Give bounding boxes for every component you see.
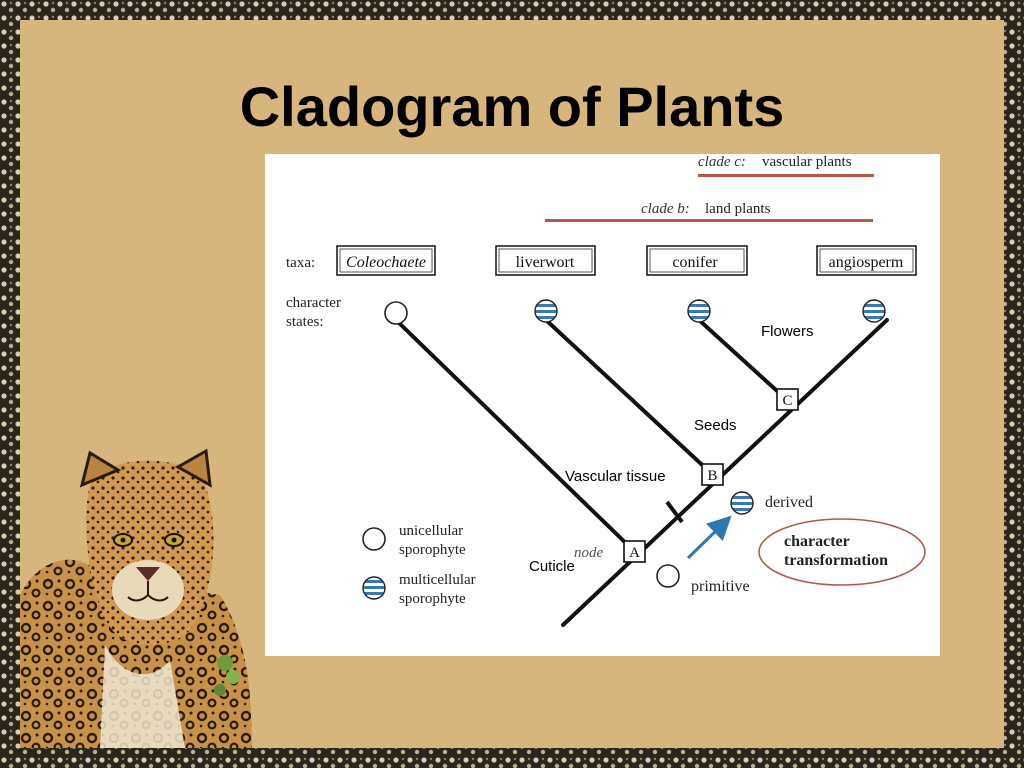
svg-text:primitive: primitive — [691, 578, 750, 595]
svg-text:B: B — [707, 468, 717, 484]
character-tick — [665, 500, 684, 524]
svg-text:liverwort: liverwort — [516, 254, 575, 271]
annotation-vascular-tissue: Vascular tissue — [565, 468, 666, 485]
jaguar-image — [20, 448, 252, 748]
branch-coleochaete — [394, 318, 636, 553]
clade-b-desc: land plants — [705, 201, 771, 217]
node-b: B — [701, 463, 724, 486]
branch-liverwort — [544, 318, 715, 477]
clade-c-name: clade c: — [698, 154, 746, 170]
annotation-flowers: Flowers — [761, 323, 814, 340]
character-transformation-box: character transformation — [758, 518, 926, 586]
svg-text:sporophyte: sporophyte — [399, 542, 466, 558]
transformation-derived: derived — [730, 491, 813, 515]
state-circle-angiosperm — [862, 299, 886, 323]
clade-b-name: clade b: — [641, 201, 690, 217]
character-states-label-line1: character — [286, 295, 341, 311]
character-states-label-line2: states: — [286, 314, 324, 330]
page-title: Cladogram of Plants — [239, 75, 785, 138]
main-trunk — [561, 318, 889, 627]
taxon-angiosperm: angiosperm — [816, 245, 917, 276]
taxon-coleochaete: Coleochaete — [336, 245, 436, 276]
svg-text:Coleochaete: Coleochaete — [346, 254, 426, 271]
branch-conifer — [697, 318, 789, 402]
svg-text:angiosperm: angiosperm — [829, 254, 904, 271]
clade-c-desc: vascular plants — [762, 154, 852, 170]
clade-c-bar — [698, 174, 874, 177]
svg-text:character: character — [784, 533, 850, 550]
node-word: node — [574, 545, 604, 561]
annotation-seeds: Seeds — [694, 417, 737, 434]
annotation-cuticle: Cuticle — [529, 558, 575, 575]
transformation-arrow — [686, 515, 732, 560]
taxon-conifer: conifer — [646, 245, 748, 276]
state-circle-coleochaete — [384, 301, 408, 325]
clade-c: clade c: vascular plants — [698, 154, 874, 177]
svg-text:unicellular: unicellular — [399, 523, 463, 539]
svg-text:conifer: conifer — [672, 254, 718, 271]
legend-unicellular: unicellular sporophyte — [362, 523, 466, 558]
state-circle-liverwort — [534, 299, 558, 323]
clade-b-bar — [545, 219, 873, 222]
legend-multicellular: multicellular sporophyte — [362, 572, 476, 607]
svg-text:derived: derived — [765, 494, 813, 511]
transformation-primitive: primitive — [656, 564, 750, 595]
svg-text:sporophyte: sporophyte — [399, 591, 466, 607]
node-a: A — [623, 540, 646, 563]
state-circle-conifer — [687, 299, 711, 323]
clade-b: clade b: land plants — [545, 201, 873, 222]
taxon-liverwort: liverwort — [495, 245, 596, 276]
cladogram-diagram: clade c: vascular plants clade b: land p… — [265, 154, 940, 656]
tree-branches — [394, 318, 889, 627]
svg-text:transformation: transformation — [784, 552, 888, 569]
taxa-label: taxa: — [286, 255, 315, 271]
node-c: C — [776, 388, 799, 411]
svg-text:C: C — [782, 393, 792, 409]
svg-text:A: A — [629, 545, 640, 561]
svg-text:multicellular: multicellular — [399, 572, 476, 588]
